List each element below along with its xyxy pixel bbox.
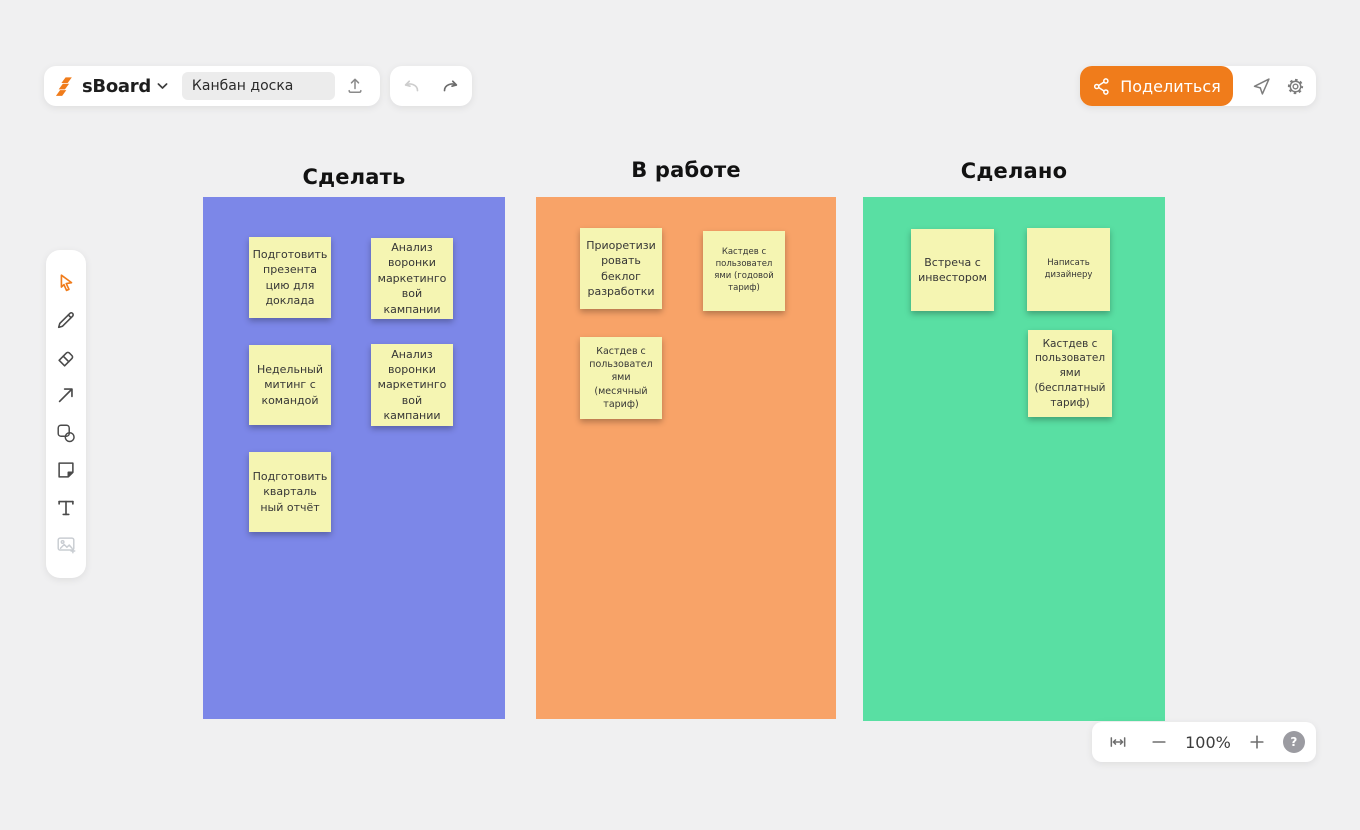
share-button-label: Поделиться [1120, 76, 1221, 96]
sticky-note-icon [55, 459, 77, 481]
sticky-note[interactable]: Кастдев с пользовател ями (годовой тариф… [703, 231, 785, 311]
tool-image-button[interactable] [53, 532, 79, 558]
pencil-icon [55, 309, 77, 331]
tool-eraser-button[interactable] [53, 345, 79, 371]
sticky-note[interactable]: Недельный митинг с командой [249, 345, 331, 425]
cursor-icon [55, 272, 77, 294]
sticky-note[interactable]: Написать дизайнеру [1027, 228, 1110, 311]
app-logo-text: sBoard [82, 75, 151, 97]
zoom-in-button[interactable] [1242, 727, 1272, 757]
sticky-note[interactable]: Кастдев с пользовател ями (месячный тари… [580, 337, 662, 419]
eraser-icon [55, 347, 77, 369]
export-button[interactable] [341, 71, 370, 101]
sticky-note[interactable]: Анализ воронки маркетинго вой кампании [371, 238, 453, 319]
tools-panel [46, 250, 86, 578]
text-icon [55, 497, 77, 519]
tool-select-button[interactable] [53, 270, 79, 296]
undo-button[interactable] [397, 71, 427, 101]
minus-icon [1149, 732, 1169, 752]
history-bar [390, 66, 472, 106]
help-button[interactable]: ? [1282, 731, 1305, 753]
tool-shapes-button[interactable] [53, 420, 79, 446]
upload-icon [345, 76, 365, 96]
tool-text-button[interactable] [53, 495, 79, 521]
sticky-note[interactable]: Подготовить кварталь ный отчёт [249, 452, 331, 532]
pointer-icon [1251, 76, 1272, 97]
undo-icon [401, 75, 423, 97]
tool-sticky-note-button[interactable] [53, 457, 79, 483]
image-icon [55, 534, 77, 556]
redo-button[interactable] [435, 71, 465, 101]
tool-arrow-button[interactable] [53, 382, 79, 408]
chevron-down-icon [157, 82, 168, 90]
sticky-note[interactable]: Встреча с инвестором [911, 229, 994, 311]
sticky-note[interactable]: Приоретизи ровать беклог разработки [580, 228, 662, 309]
sticky-note[interactable]: Кастдев с пользовател ями (бесплатный та… [1028, 330, 1112, 417]
kanban-column-done[interactable] [863, 197, 1165, 721]
redo-icon [439, 75, 461, 97]
pointer-tool-button[interactable] [1246, 71, 1276, 101]
zoom-bar: 100% ? [1092, 722, 1316, 762]
column-title-done[interactable]: Сделано [960, 159, 1068, 183]
column-title-in-progress[interactable]: В работе [631, 158, 741, 182]
sticky-note[interactable]: Анализ воронки маркетинго вой кампании [371, 344, 453, 426]
plus-icon [1247, 732, 1267, 752]
gear-icon [1285, 76, 1306, 97]
share-button[interactable]: Поделиться [1080, 66, 1233, 106]
share-icon [1092, 77, 1111, 96]
column-title-todo[interactable]: Сделать [302, 165, 406, 189]
shapes-icon [55, 422, 77, 444]
zoom-level-value: 100% [1185, 732, 1231, 752]
zoom-out-button[interactable] [1144, 727, 1174, 757]
tool-pencil-button[interactable] [53, 307, 79, 333]
app-menu[interactable]: sBoard [56, 76, 168, 97]
board-title-input[interactable] [181, 72, 335, 100]
header-bar-left: sBoard [44, 66, 380, 106]
arrow-icon [55, 384, 77, 406]
sticky-note[interactable]: Подготовить презента цию для доклада [249, 237, 331, 318]
header-bar-right: Поделиться [1080, 66, 1316, 106]
fit-width-icon [1108, 732, 1128, 752]
question-mark-label: ? [1290, 735, 1298, 749]
settings-button[interactable] [1280, 71, 1310, 101]
fit-to-screen-button[interactable] [1103, 727, 1133, 757]
sboard-logo-icon [56, 76, 76, 97]
